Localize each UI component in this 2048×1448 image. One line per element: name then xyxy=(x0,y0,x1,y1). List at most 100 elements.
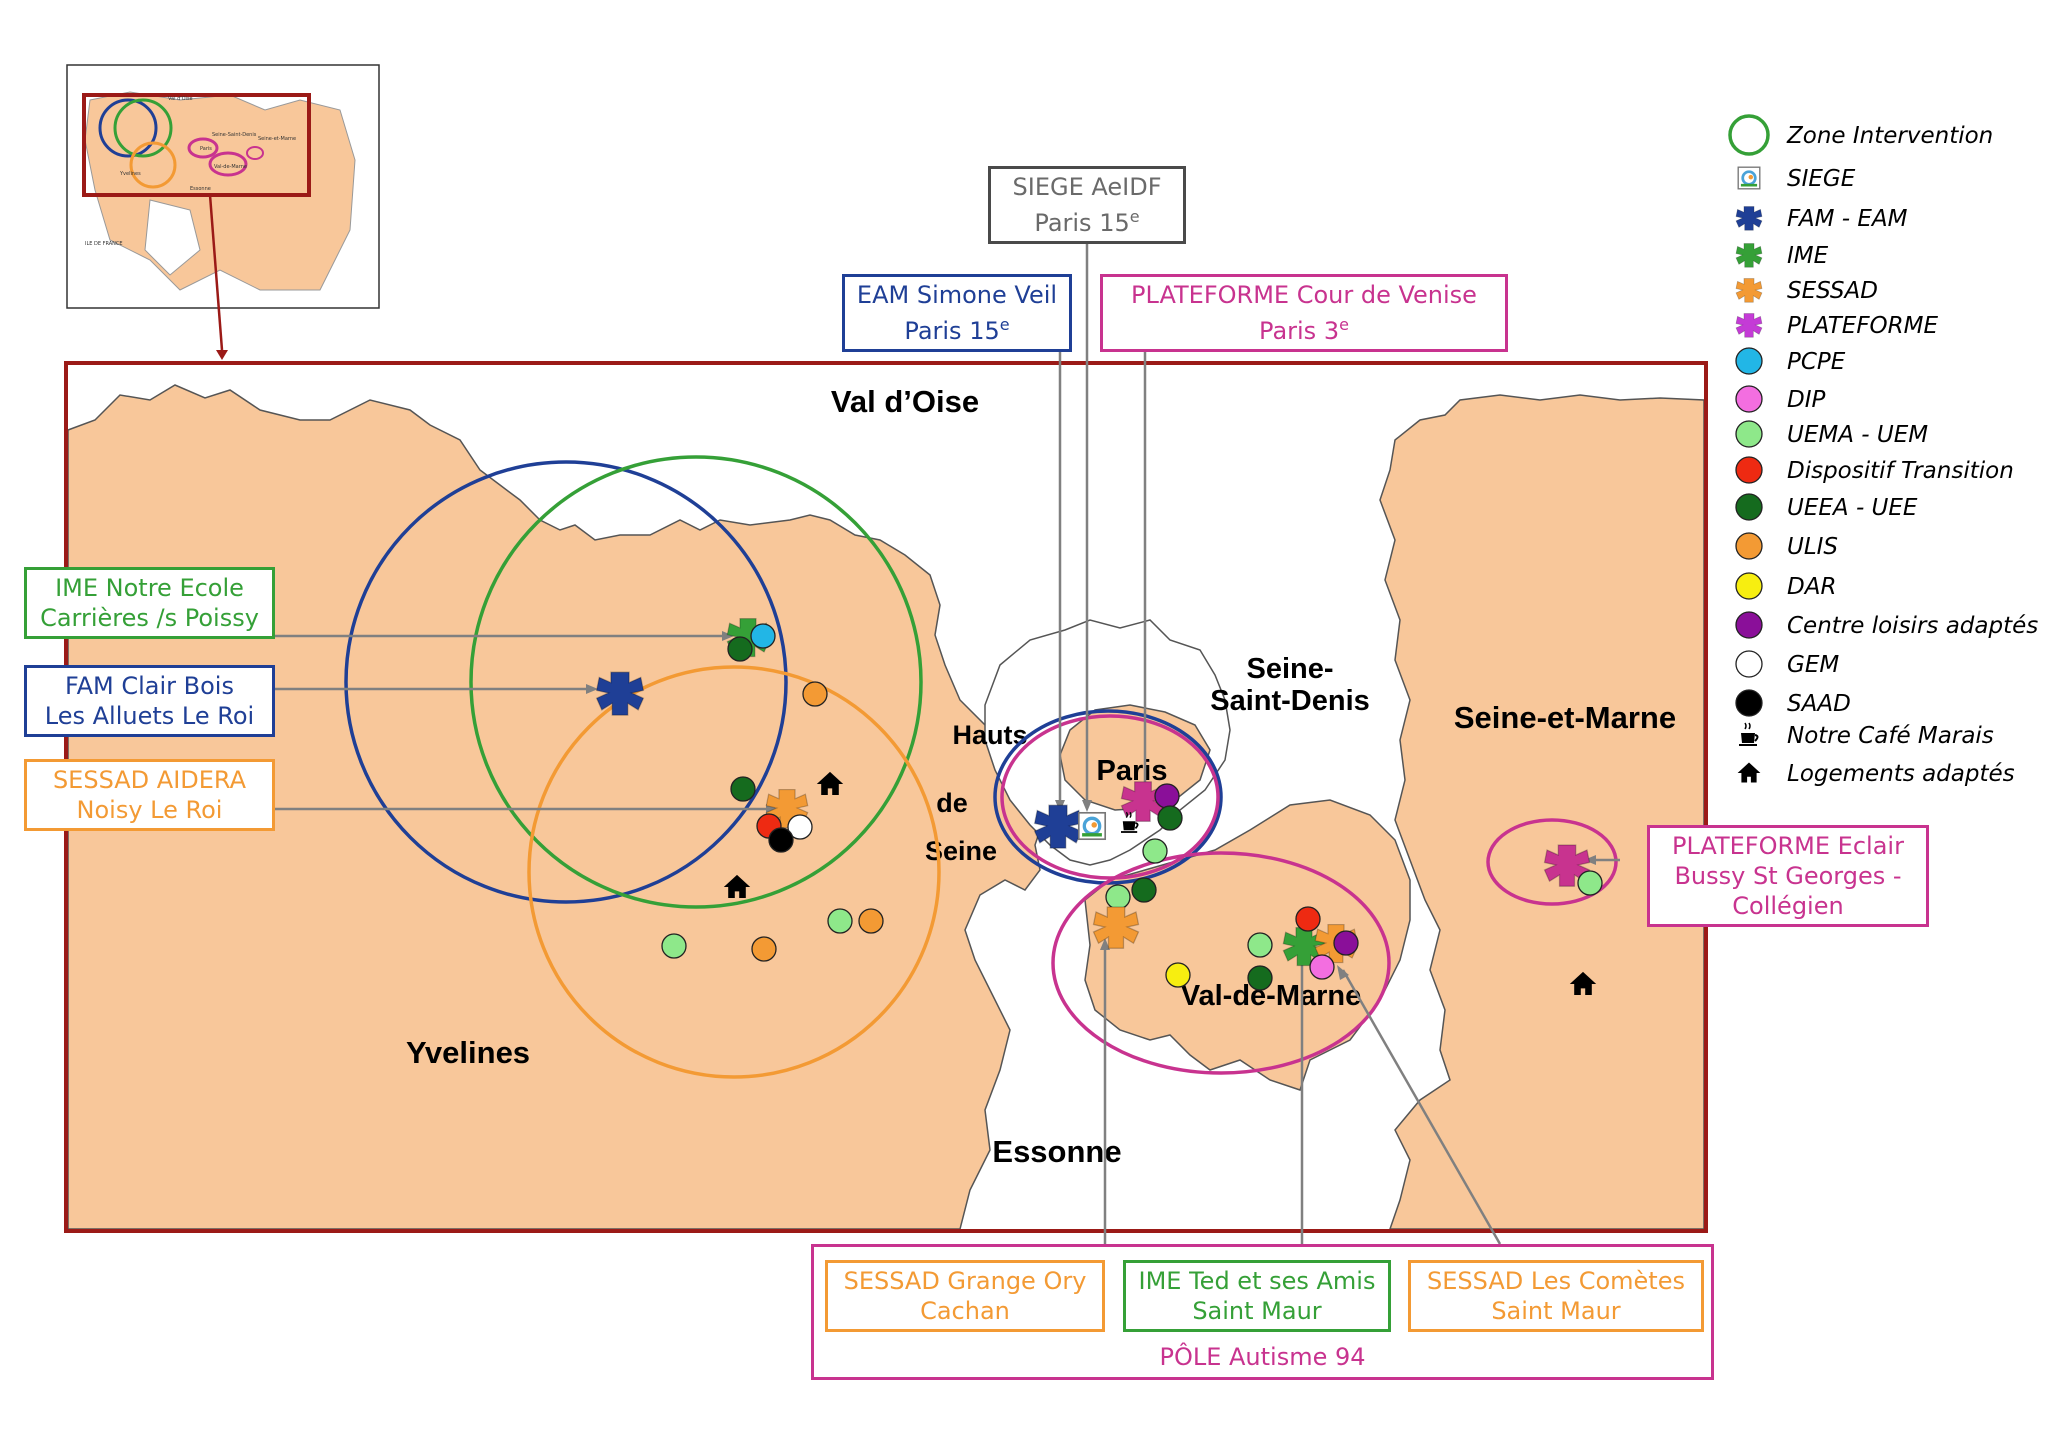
region-label-ssd-2: Saint-Denis xyxy=(1210,685,1370,717)
callout-ime-notre-ecole-line1: IME Notre Ecole xyxy=(55,574,244,602)
dispositif-transition-marker[interactable] xyxy=(1295,906,1321,932)
callout-ime-notre-ecole[interactable]: IME Notre Ecole Carrières /s Poissy xyxy=(24,567,275,639)
callout-siege-line1: SIEGE AeIDF xyxy=(1012,173,1162,201)
legend-item: SAAD xyxy=(1735,689,1851,717)
uema-marker[interactable] xyxy=(1247,932,1273,958)
inset-map: Val d'Oise Seine-et-Marne Yvelines Seine… xyxy=(66,64,380,360)
ulis-marker[interactable] xyxy=(858,908,884,934)
legend-item: SIEGE xyxy=(1737,166,1856,192)
callout-sessad-cometes[interactable]: SESSAD Les Comètes Saint Maur xyxy=(1408,1260,1704,1332)
region-label-seine-et-marne: Seine-et-Marne xyxy=(1454,700,1676,735)
centre-loisirs-marker[interactable] xyxy=(1154,783,1180,809)
saad-marker[interactable] xyxy=(768,827,794,853)
region-label-hauts: Hauts xyxy=(952,720,1027,750)
legend-item: UEMA - UEM xyxy=(1735,420,1928,448)
legend-item: PLATEFORME xyxy=(1735,313,1938,339)
legend-label: DIP xyxy=(1787,387,1825,413)
uema-marker[interactable] xyxy=(1142,838,1168,864)
ueea-marker[interactable] xyxy=(730,776,756,802)
callout-eclair-line3: Collégien xyxy=(1732,892,1844,920)
zone-plateforme-eclair xyxy=(1486,818,1618,906)
callout-eam-line1: EAM Simone Veil xyxy=(856,281,1058,309)
uema-marker[interactable] xyxy=(661,933,687,959)
markers xyxy=(595,618,1603,995)
callout-ime-ted-line1: IME Ted et ses Amis xyxy=(1138,1267,1376,1295)
callout-venise-line1: PLATEFORME Cour de Venise xyxy=(1131,281,1477,309)
legend-item: DIP xyxy=(1735,385,1825,413)
callout-fam-line1: FAM Clair Bois xyxy=(65,672,234,700)
ulis-marker[interactable] xyxy=(802,681,828,707)
region-label-yvelines: Yvelines xyxy=(406,1035,530,1070)
callout-grange-line1: SESSAD Grange Ory xyxy=(843,1267,1087,1295)
ueea-marker[interactable] xyxy=(1157,805,1183,831)
callout-sessad-grange-ory[interactable]: SESSAD Grange Ory Cachan xyxy=(825,1260,1105,1332)
callout-ime-ted-line2: Saint Maur xyxy=(1192,1297,1322,1325)
callout-eclair-line2: Bussy St Georges - xyxy=(1674,862,1902,890)
callout-grange-line2: Cachan xyxy=(920,1297,1010,1325)
callout-siege[interactable]: SIEGE AeIDF Paris 15e xyxy=(988,166,1186,244)
eam-simone-veil-marker[interactable] xyxy=(1033,804,1083,849)
zone-pole-94 xyxy=(1051,851,1391,1075)
legend-item: PCPE xyxy=(1735,347,1846,375)
dot-icon xyxy=(1735,456,1763,484)
callout-fam-line2: Les Alluets Le Roi xyxy=(44,702,255,730)
zone-fam-clair-bois xyxy=(344,460,788,904)
centre-loisirs-marker[interactable] xyxy=(1333,930,1359,956)
pcpe-marker[interactable] xyxy=(750,623,776,649)
callout-fam-clair-bois[interactable]: FAM Clair Bois Les Alluets Le Roi xyxy=(24,665,275,737)
inset-label: Yvelines xyxy=(119,171,141,177)
notre-cafe-marais-marker[interactable] xyxy=(1121,811,1139,833)
dip-marker[interactable] xyxy=(1309,954,1335,980)
dot-icon xyxy=(1735,493,1763,521)
legend-label: Zone Intervention xyxy=(1786,123,1993,149)
legend-item: ULIS xyxy=(1735,532,1838,560)
inset-label: Val d'Oise xyxy=(168,96,193,102)
zone-ime-notre-ecole xyxy=(469,455,923,909)
siege-logo-icon xyxy=(1737,166,1761,190)
uema-marker[interactable] xyxy=(1105,884,1131,910)
legend-item: Logements adaptés xyxy=(1737,761,2015,787)
callout-aidera-line2: Noisy Le Roi xyxy=(76,796,223,824)
region-label-essonne: Essonne xyxy=(992,1134,1121,1169)
ueea-marker[interactable] xyxy=(1247,965,1273,991)
inset-label: Paris xyxy=(200,146,212,152)
dot-icon xyxy=(1735,572,1763,600)
logement-adapte-marker[interactable] xyxy=(1569,971,1597,995)
region-label-val-doise: Val d’Oise xyxy=(831,384,979,419)
sessad-grange-ory-marker[interactable] xyxy=(1092,906,1140,949)
ueea-marker[interactable] xyxy=(727,636,753,662)
callout-plateforme-eclair[interactable]: PLATEFORME Eclair Bussy St Georges - Col… xyxy=(1647,825,1929,927)
callout-sessad-aidera[interactable]: SESSAD AIDERA Noisy Le Roi xyxy=(24,759,275,831)
uema-marker[interactable] xyxy=(827,908,853,934)
uema-marker[interactable] xyxy=(1577,870,1603,896)
callout-plateforme-venise[interactable]: PLATEFORME Cour de Venise Paris 3e xyxy=(1100,274,1508,352)
legend-label: Notre Café Marais xyxy=(1787,723,1994,749)
dot-icon xyxy=(1735,689,1763,717)
pole-autisme-94-label: PÔLE Autisme 94 xyxy=(1159,1343,1366,1371)
ueea-marker[interactable] xyxy=(1131,877,1157,903)
inset-label: Essonne xyxy=(190,186,211,192)
callout-venise-line2: Paris 3e xyxy=(1259,315,1349,345)
logement-adapte-marker[interactable] xyxy=(816,771,844,795)
callout-eam-simone-veil[interactable]: EAM Simone Veil Paris 15e xyxy=(842,274,1072,352)
fam-clair-bois-marker[interactable] xyxy=(595,671,645,716)
logement-adapte-marker[interactable] xyxy=(723,874,751,898)
plateforme-eclair-marker[interactable] xyxy=(1543,844,1591,887)
dot-icon xyxy=(1735,420,1763,448)
ulis-marker[interactable] xyxy=(751,936,777,962)
puzzle-icon xyxy=(1735,278,1763,303)
region-labels: Val d’Oise Yvelines Hauts de Seine Paris… xyxy=(406,384,1676,1169)
house-icon xyxy=(1737,762,1761,783)
callout-ime-ted[interactable]: IME Ted et ses Amis Saint Maur xyxy=(1123,1260,1391,1332)
dot-icon xyxy=(1735,650,1763,678)
legend-item: Dispositif Transition xyxy=(1735,456,2014,484)
legend-label: ULIS xyxy=(1787,534,1838,560)
dot-icon xyxy=(1735,532,1763,560)
gem-marker[interactable] xyxy=(787,814,813,840)
dar-marker[interactable] xyxy=(1165,962,1191,988)
siege-marker[interactable] xyxy=(1077,811,1107,841)
legend-label: SIEGE xyxy=(1787,166,1856,192)
region-label-ssd-1: Seine- xyxy=(1246,653,1333,685)
zone-sessad-aidera xyxy=(527,665,941,1079)
